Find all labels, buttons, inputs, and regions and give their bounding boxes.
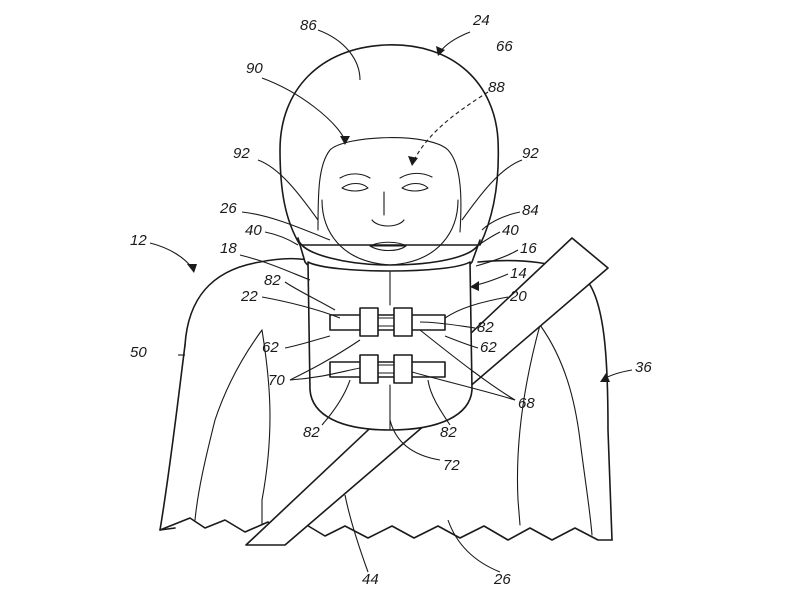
nose (371, 191, 405, 227)
hood-face-opening (317, 137, 462, 233)
arm-left-line (194, 329, 263, 521)
label-66: 66 (496, 38, 513, 55)
label-16: 16 (520, 240, 537, 257)
torso-bottom-edge (159, 517, 613, 541)
neck-collar (307, 261, 473, 431)
arm-right-line (539, 324, 593, 536)
label-12: 12 (130, 232, 147, 249)
label-40-left: 40 (245, 222, 262, 239)
upper-buckle-link (377, 317, 395, 327)
label-26-bottom: 26 (493, 571, 511, 588)
label-22: 22 (240, 288, 258, 305)
label-82-upper-right: 82 (477, 319, 494, 336)
label-36: 36 (635, 359, 652, 376)
upper-buckle-left (359, 307, 379, 337)
upper-buckle-right (393, 307, 413, 337)
label-82-lower-left: 82 (303, 424, 320, 441)
label-70: 70 (268, 372, 285, 389)
label-62-right: 62 (480, 339, 497, 356)
label-82-upper-left: 82 (264, 272, 281, 289)
label-24: 24 (472, 12, 490, 29)
mouth (369, 241, 407, 252)
lower-buckle-left (359, 354, 379, 384)
label-14: 14 (510, 265, 527, 282)
lower-buckle-right (393, 354, 413, 384)
lower-strap (329, 361, 446, 378)
label-82-lower-right: 82 (440, 424, 457, 441)
label-92-left: 92 (233, 145, 250, 162)
label-26-top: 26 (219, 200, 237, 217)
label-62-left: 62 (262, 339, 279, 356)
right-eyebrow (399, 172, 433, 179)
head-hood-outline (279, 44, 500, 246)
label-88: 88 (488, 79, 505, 96)
torso-inner-right (516, 324, 541, 526)
label-40-right: 40 (502, 222, 519, 239)
label-18: 18 (220, 240, 237, 257)
label-72: 72 (443, 457, 460, 474)
label-86: 86 (300, 17, 317, 34)
label-92-right: 92 (522, 145, 539, 162)
left-eye (341, 182, 369, 192)
left-eyebrow (339, 173, 371, 179)
torso-inner-left (261, 329, 271, 526)
torso-left-side (159, 344, 186, 531)
label-84: 84 (522, 202, 539, 219)
lower-buckle-link (377, 364, 395, 374)
label-44: 44 (362, 571, 379, 588)
leader-lines (149, 29, 633, 573)
right-eye (401, 182, 429, 192)
label-50: 50 (130, 344, 147, 361)
label-20: 20 (509, 288, 527, 305)
label-90: 90 (246, 60, 263, 77)
label-68: 68 (518, 395, 535, 412)
